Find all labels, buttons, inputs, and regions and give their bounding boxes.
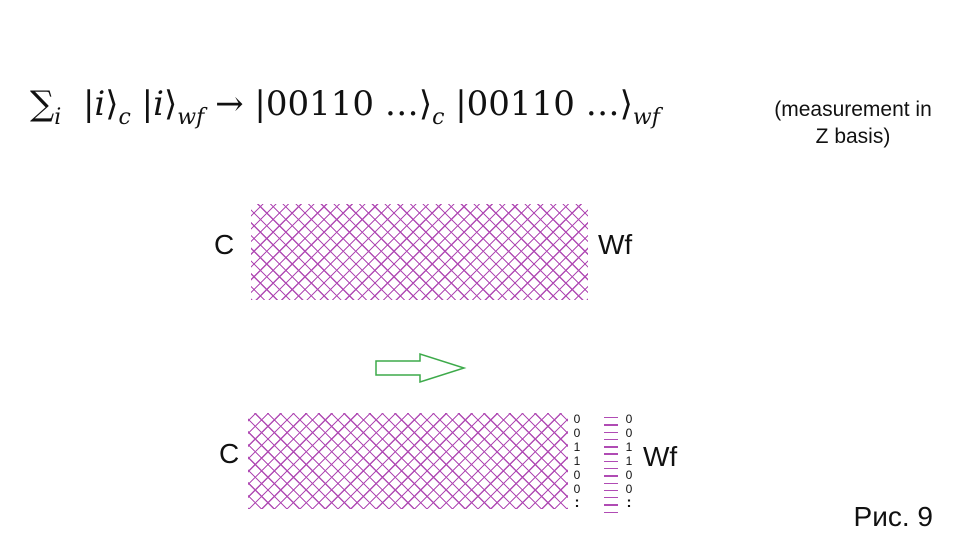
ket-bits-wf: 00110 … xyxy=(466,84,620,124)
bit: 0 xyxy=(625,426,633,440)
sum-symbol: ∑ xyxy=(30,84,55,124)
bits-column-c: 0 0 1 1 0 0 : xyxy=(572,412,582,510)
bit: 0 xyxy=(573,412,581,426)
measurement-note: (measurement in Z basis) xyxy=(774,98,932,148)
ket-wf-sub: wf xyxy=(177,105,205,130)
bit: 0 xyxy=(625,482,633,496)
top-right-label: Wf xyxy=(598,229,633,260)
bit: : xyxy=(574,494,580,511)
bit: 0 xyxy=(573,426,581,440)
bit: 0 xyxy=(573,468,581,482)
ket-bits-c: 00110 … xyxy=(265,84,419,124)
bit: 1 xyxy=(625,454,633,468)
bit: 0 xyxy=(573,482,581,496)
entangled-block-bottom xyxy=(248,413,568,509)
bit: 0 xyxy=(625,468,633,482)
right-arrow-icon xyxy=(375,352,467,384)
ket-bits-c-sub: c xyxy=(432,105,445,130)
bit: : xyxy=(626,494,632,511)
bit: 1 xyxy=(573,454,581,468)
wf-register-lines xyxy=(604,417,618,519)
bit: 1 xyxy=(573,440,581,454)
top-left-label: C xyxy=(214,229,235,260)
bit: 0 xyxy=(625,412,633,426)
bit: 1 xyxy=(625,440,633,454)
ket-c-sub: c xyxy=(118,105,131,130)
bottom-left-label: C xyxy=(219,438,240,469)
maps-to-arrow: → xyxy=(215,84,244,124)
bits-column-wf: 0 0 1 1 0 0 : xyxy=(624,412,634,510)
bottom-right-label: Wf xyxy=(643,441,678,472)
sum-index: i xyxy=(54,105,62,130)
figure-caption: Рис. 9 xyxy=(853,501,933,532)
entangled-block-top xyxy=(251,204,588,300)
state-formula: ∑i |i⟩c |i⟩wf → |00110 …⟩c |00110 …⟩wf xyxy=(30,84,660,130)
ket-i-c: i xyxy=(94,84,106,124)
ket-bits-wf-sub: wf xyxy=(632,105,660,130)
ket-i-wf: i xyxy=(153,84,165,124)
